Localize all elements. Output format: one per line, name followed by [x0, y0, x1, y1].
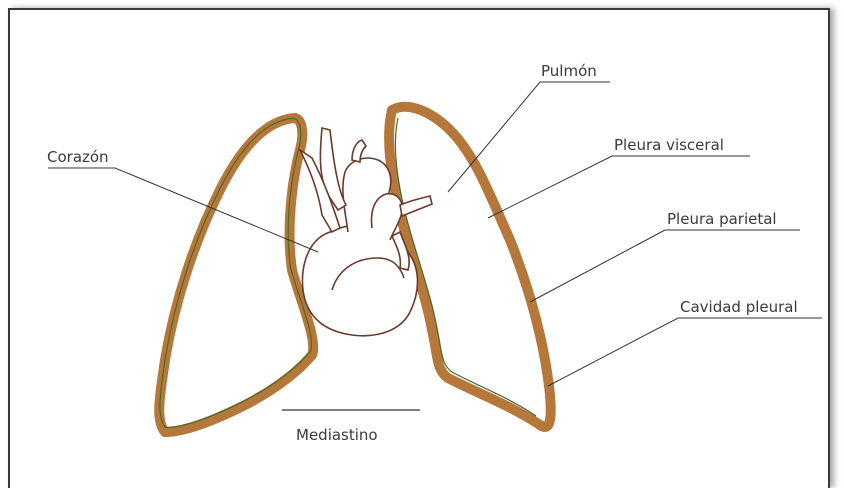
leader-cavidad-pleural: [548, 318, 822, 386]
leader-pleura-parietal: [530, 230, 800, 302]
label-corazon: Corazón: [47, 148, 109, 166]
label-mediastino: Mediastino: [296, 426, 378, 444]
leader-pleura-visceral: [488, 156, 750, 218]
label-pleura-parietal: Pleura parietal: [667, 210, 777, 228]
label-cavidad-pleural: Cavidad pleural: [680, 298, 798, 316]
left-lung: [159, 118, 313, 432]
left-lung-pleura: [159, 118, 313, 432]
label-pleura-visceral: Pleura visceral: [614, 136, 724, 154]
label-pulmon: Pulmón: [541, 62, 597, 80]
